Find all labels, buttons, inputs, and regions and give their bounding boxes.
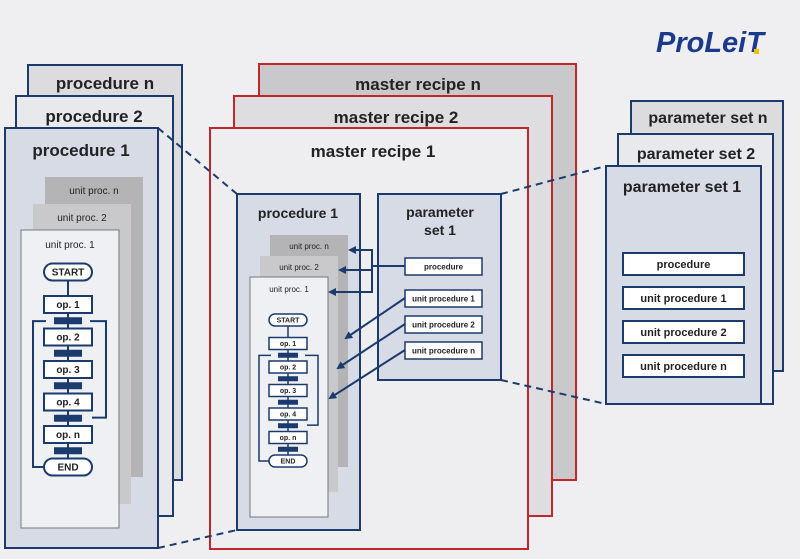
flow-step-label-op-3: op. 3 (56, 365, 80, 376)
flow-loop-left (258, 354, 271, 462)
center-parameter-title-line2: set 1 (424, 222, 456, 238)
flow-transition-bar (278, 423, 298, 429)
parameter-item-label: unit procedure n (640, 361, 727, 373)
flow-step-op-5 (268, 430, 308, 445)
flow-step-op-4 (43, 392, 93, 412)
parameter-item-label: unit procedure n (412, 347, 475, 356)
procedure-n-title: procedure n (56, 74, 154, 93)
parameter-item-box (622, 320, 745, 344)
logo-text: ProLeiT (656, 27, 766, 59)
flow-step-label-start: START (52, 268, 85, 279)
center-unit-proc-2-label: unit proc. 2 (279, 263, 319, 272)
parameter-item-label: procedure (424, 263, 464, 272)
flow-step-start (43, 262, 93, 282)
connector-bottom-right (500, 379, 607, 405)
flow-transition-bar (54, 414, 82, 422)
master-recipe-stack: master recipe n master recipe 2 master r… (209, 63, 577, 550)
flow-step-op-4 (268, 407, 308, 421)
unit-proc-n-label: unit proc. n (69, 186, 118, 197)
flow-step-op-3 (268, 383, 308, 398)
unit-proc-1-label: unit proc. 1 (45, 240, 95, 251)
procedure-1-title: procedure 1 (32, 141, 129, 160)
center-flowchart: START op. 1 op. 2 op. 3 op. 4 op. n END (258, 313, 319, 468)
parameter-set-stack: parameter set n parameter set 2 paramete… (605, 100, 784, 405)
flow-step-label-op-4: op. 4 (56, 398, 80, 409)
flow-transition-bar (54, 382, 82, 390)
flow-transition-bar (278, 376, 298, 382)
flow-loop-right (305, 354, 319, 426)
flow-loop-right (90, 320, 107, 419)
flow-step-op-3 (43, 360, 93, 379)
master-recipe-2-title: master recipe 2 (334, 108, 459, 127)
flow-step-end (43, 457, 93, 477)
flow-transition-bar (278, 446, 298, 452)
connector-top-right (500, 165, 607, 195)
flow-step-label-op-4: op. 4 (280, 412, 296, 419)
parameter-arrows (328, 246, 406, 400)
master-recipe-n-title: master recipe n (355, 75, 481, 94)
center-unit-proc-1-label: unit proc. 1 (269, 285, 309, 294)
parameter-item-box (622, 354, 745, 378)
parameter-item-box (622, 252, 745, 276)
flow-step-label-op-2: op. 2 (56, 333, 80, 344)
proleit-logo: ProLeiT (656, 27, 766, 59)
parameter-set-2-title: parameter set 2 (637, 146, 755, 163)
flow-step-op-2 (268, 360, 308, 374)
procedure-2-title: procedure 2 (45, 107, 142, 126)
flow-step-label-op-5: op. n (56, 430, 80, 441)
flow-loop-left (32, 320, 46, 468)
parameter-item-label: unit procedure 2 (412, 321, 475, 330)
unit-proc-2-label: unit proc. 2 (57, 213, 107, 224)
arrow-unit-procedure-1 (344, 297, 406, 340)
flow-step-label-op-1: op. 1 (280, 341, 296, 348)
flow-transition-bar (278, 352, 298, 358)
flow-step-label-end: END (281, 459, 296, 466)
flow-transition-bar (278, 399, 298, 405)
parameter-item-label: procedure (657, 259, 711, 271)
flow-step-op-5 (43, 425, 93, 444)
left-procedure-stack: procedure n procedure 2 procedure 1 unit… (4, 64, 183, 549)
center-procedure-title: procedure 1 (258, 205, 338, 221)
parameter-set-1-title: parameter set 1 (623, 179, 741, 196)
right-parameter-items: procedure unit procedure 1 unit procedure … (622, 252, 745, 378)
parameter-item-label: unit procedure 2 (640, 327, 726, 339)
connector-top-left (157, 127, 238, 195)
flow-transition-bar (54, 317, 82, 325)
flow-step-op-2 (43, 327, 93, 347)
flow-transition-bar (54, 349, 82, 357)
center-unit-proc-n-label: unit proc. n (289, 242, 329, 251)
flow-step-label-op-5: op. n (280, 435, 297, 442)
arrow-unit-procedure-2 (336, 323, 406, 370)
parameter-set-n-title: parameter set n (648, 110, 767, 127)
flow-transition-bar (54, 447, 82, 455)
arrow-procedure-to-unit-1 (328, 266, 373, 296)
flow-step-op-1 (43, 295, 93, 314)
left-flowchart: START op. 1 op. 2 op. 3 op. 4 op. n END (32, 262, 107, 477)
center-parameter-title-line1: parameter (406, 204, 474, 220)
arrow-procedure-to-unit-n (348, 246, 405, 267)
parameter-item-label: unit procedure 1 (412, 295, 475, 304)
master-recipe-1-title: master recipe 1 (311, 142, 436, 161)
flow-step-label-op-3: op. 3 (280, 388, 296, 395)
flow-step-label-op-1: op. 1 (56, 300, 80, 311)
flow-step-op-1 (268, 336, 308, 351)
logo-accent-dot (754, 49, 759, 54)
flow-step-start (268, 313, 308, 327)
zoom-connectors (157, 127, 607, 549)
arrow-unit-procedure-n (328, 349, 406, 400)
connector-bottom-left (157, 529, 238, 549)
parameter-item-label: unit procedure 1 (640, 293, 726, 305)
flow-step-label-op-2: op. 2 (280, 365, 296, 372)
flow-step-end (268, 454, 308, 468)
parameter-item-box (622, 286, 745, 310)
flow-step-label-end: END (57, 463, 78, 474)
flow-step-label-start: START (277, 318, 301, 325)
